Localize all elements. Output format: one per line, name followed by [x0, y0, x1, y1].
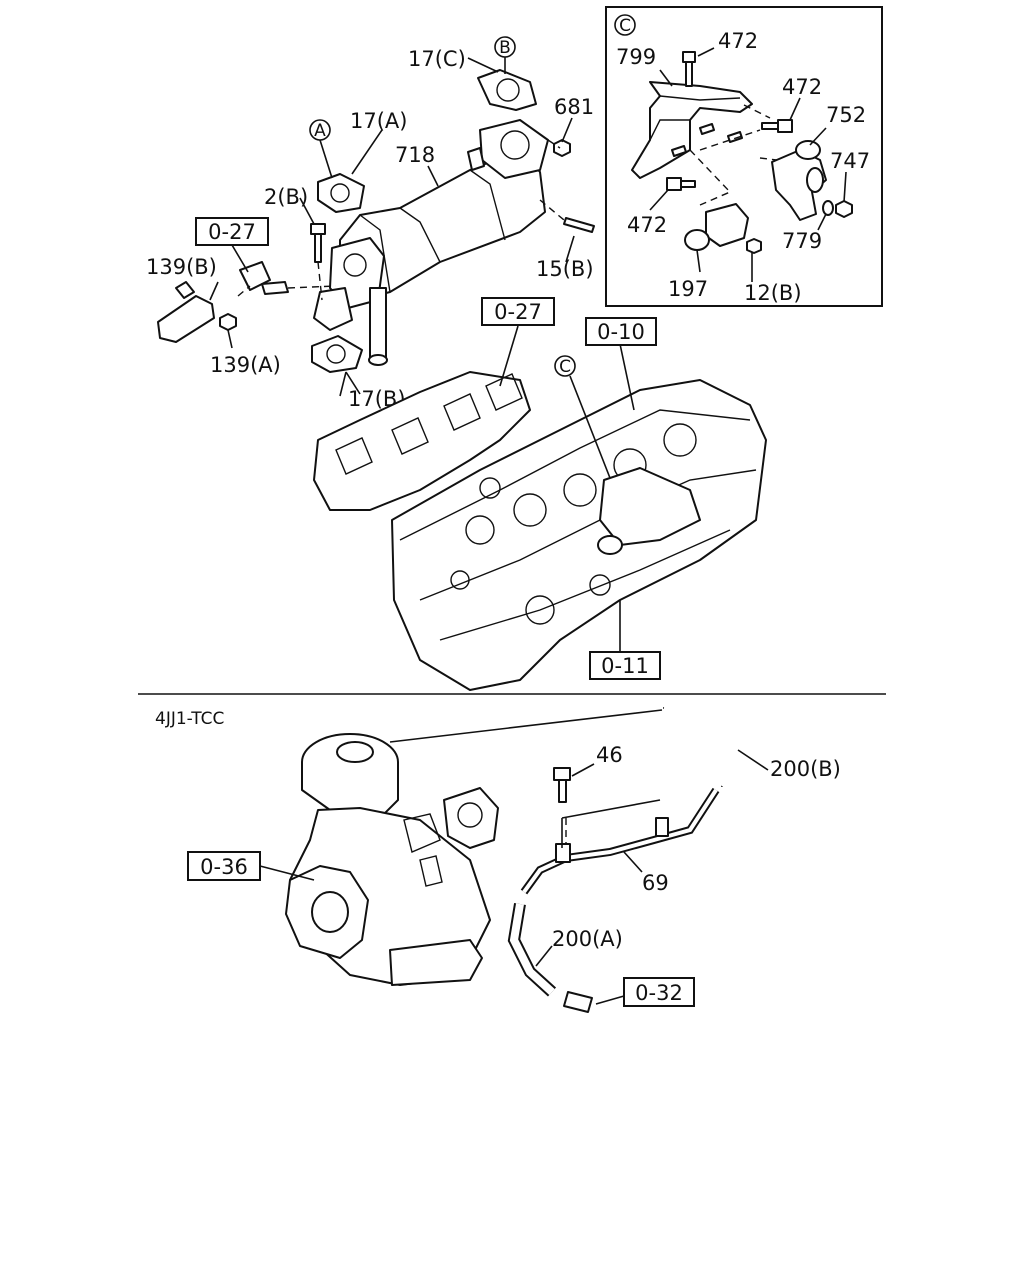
sensor-197 — [684, 203, 749, 251]
ref-0-27-mid-text: 0-27 — [494, 300, 542, 324]
label-15b: 15(B) — [536, 257, 594, 281]
exhaust-manifold — [313, 371, 531, 511]
hose-fitting — [563, 991, 593, 1013]
nut-681 — [553, 139, 571, 157]
label-799: 799 — [616, 45, 656, 69]
label-139a: 139(A) — [210, 353, 281, 377]
connector-part — [239, 261, 289, 295]
bolt-472-top — [682, 51, 696, 87]
clip-139a — [219, 313, 237, 331]
ref-0-10-text: 0-10 — [597, 320, 645, 344]
label-69: 69 — [642, 871, 669, 895]
label-472-bottom: 472 — [627, 213, 667, 237]
bolt-472-right — [761, 119, 793, 133]
marker-a-text: A — [314, 121, 326, 141]
label-200a: 200(A) — [552, 927, 623, 951]
label-139b: 139(B) — [146, 255, 217, 279]
label-747: 747 — [830, 149, 870, 173]
pipe-69 — [522, 788, 718, 894]
label-752: 752 — [826, 103, 866, 127]
bolt-472-bottom — [666, 177, 696, 191]
ref-0-36-text: 0-36 — [200, 855, 248, 879]
detail-c-inset: C — [605, 6, 883, 307]
cylinder-head — [391, 379, 767, 691]
label-17c: 17(C) — [408, 47, 466, 71]
ref-0-32: 0-32 — [623, 977, 695, 1007]
label-681: 681 — [554, 95, 594, 119]
marker-b-text: B — [499, 38, 511, 58]
marker-c-head-text: C — [559, 357, 571, 377]
bolt-2b — [310, 223, 326, 263]
ref-0-27-left: 0-27 — [195, 217, 269, 246]
gasket-17b — [311, 335, 363, 373]
label-17a: 17(A) — [350, 109, 407, 133]
cylinder-head-assembly: C — [313, 325, 767, 691]
turbocharger-assembly — [285, 733, 499, 986]
pipe-bracket-lower — [555, 843, 571, 863]
label-200b: 200(B) — [770, 757, 841, 781]
label-779: 779 — [782, 229, 822, 253]
ref-0-27-mid: 0-27 — [481, 297, 555, 326]
label-2b: 2(B) — [264, 185, 308, 209]
ref-0-32-text: 0-32 — [635, 981, 683, 1005]
label-472-right: 472 — [782, 75, 822, 99]
nut-12b — [746, 238, 762, 254]
washer-779 — [822, 200, 834, 216]
pipe-bracket-upper — [655, 817, 669, 837]
gasket-17c — [477, 69, 537, 111]
hose-200a — [509, 903, 555, 995]
ref-0-11-text: 0-11 — [601, 654, 649, 678]
marker-c-inset — [614, 14, 636, 36]
label-197: 197 — [668, 277, 708, 301]
marker-c-head — [554, 355, 576, 377]
label-718: 718 — [395, 143, 435, 167]
section-label: 4JJ1-TCC — [155, 709, 224, 729]
nut-747 — [835, 200, 853, 218]
label-12b: 12(B) — [744, 281, 802, 305]
label-46: 46 — [596, 743, 623, 767]
label-472-top: 472 — [718, 29, 758, 53]
gasket-17a — [317, 173, 365, 213]
ref-0-10: 0-10 — [585, 317, 657, 346]
ref-0-36: 0-36 — [187, 851, 261, 881]
stud-15b — [563, 217, 595, 233]
hose-200b — [663, 704, 749, 788]
marker-c-inset-text: C — [619, 16, 631, 36]
ref-0-27-left-text: 0-27 — [208, 220, 256, 244]
bracket-799 — [631, 81, 753, 179]
valve-752 — [771, 140, 827, 221]
oil-hoses-and-pipe: 46 200(B) 69 200(A) — [389, 704, 841, 1013]
egr-cooler-assembly: B A — [146, 36, 595, 411]
ref-0-11: 0-11 — [589, 651, 661, 680]
sensor-139b — [157, 281, 215, 343]
bolt-46 — [553, 767, 571, 803]
